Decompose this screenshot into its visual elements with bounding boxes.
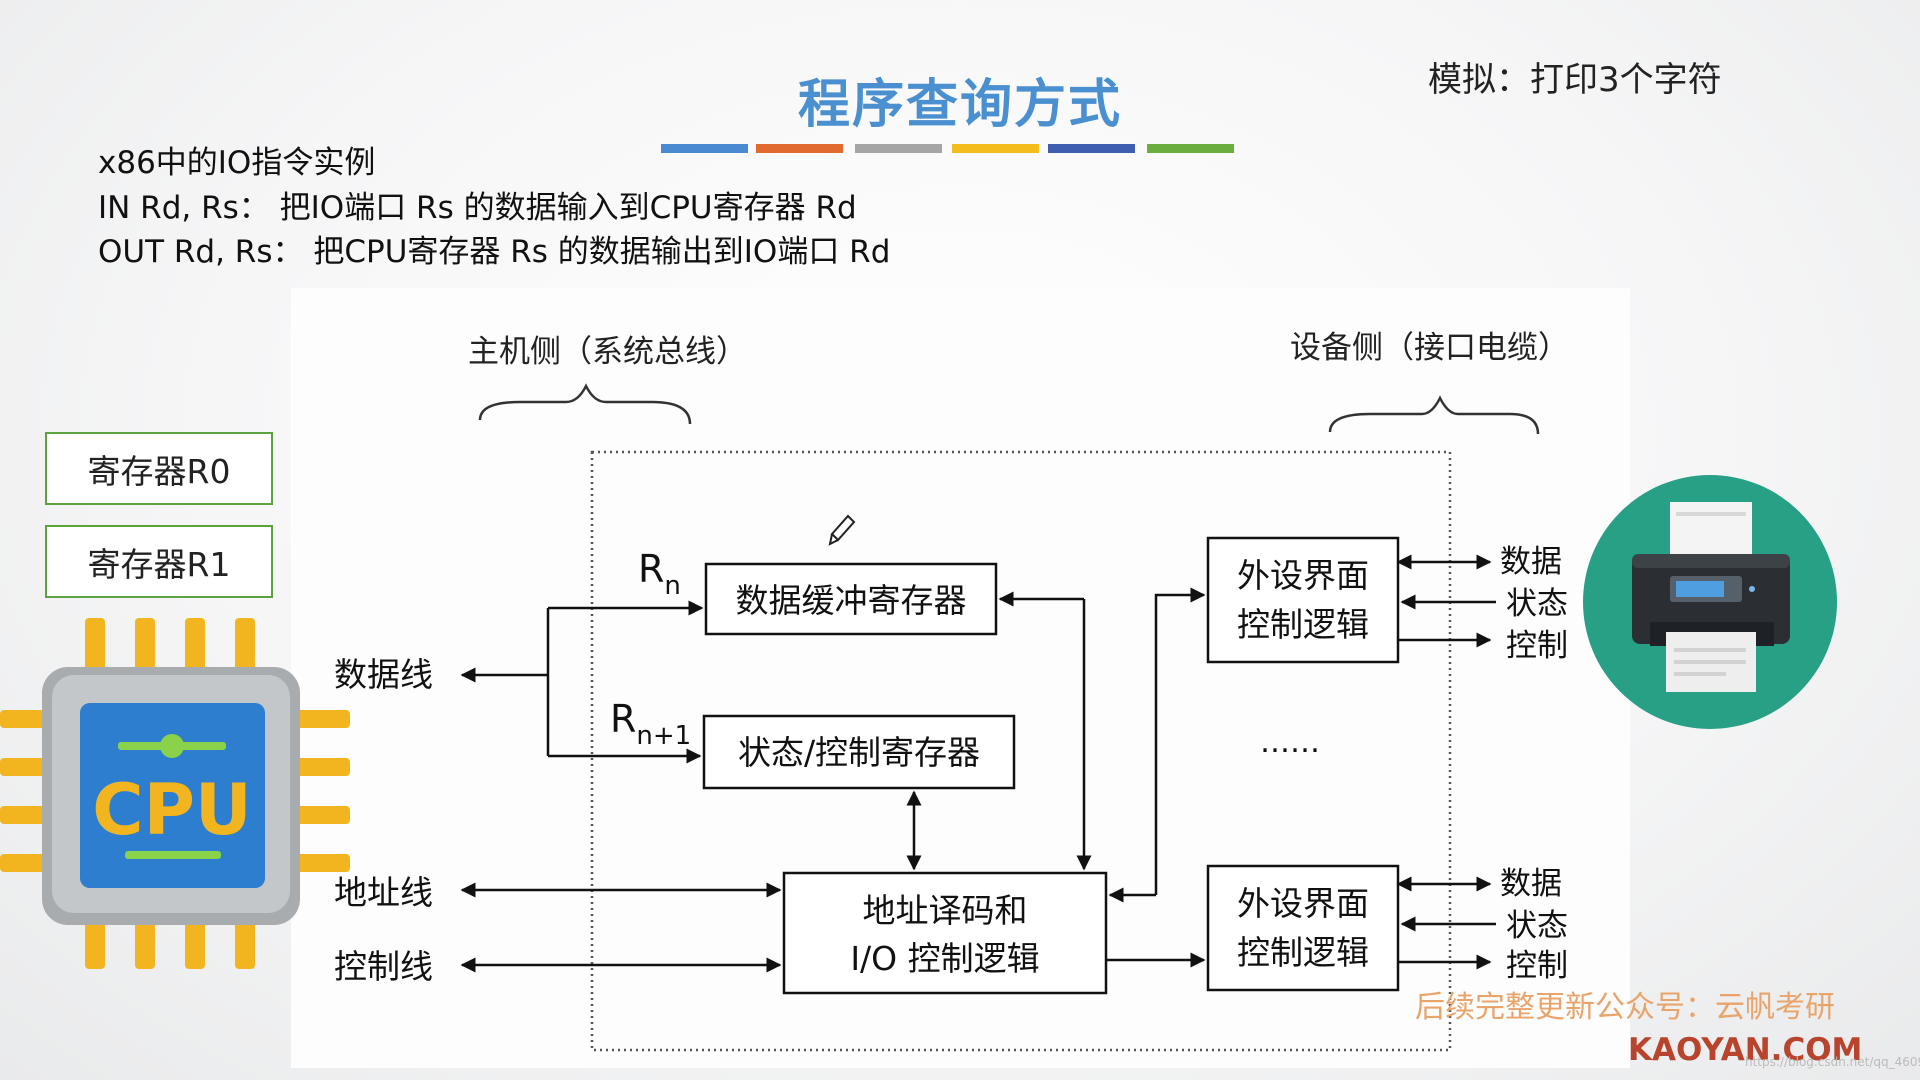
register-r1-box: 寄存器R1 [45, 525, 273, 598]
data-buffer-register-label: 数据缓冲寄存器 [736, 581, 967, 620]
register-r0-box: 寄存器R0 [45, 432, 273, 505]
host-side-brace [478, 383, 692, 425]
cpu-label: CPU [92, 769, 252, 851]
pen-cursor-icon [828, 514, 856, 546]
bottom-signal-status-label: 状态 [1506, 908, 1568, 944]
device-side-brace [1328, 395, 1540, 435]
title-color-bar-orange [756, 144, 843, 153]
device-interface-logic-box-top [1206, 536, 1400, 664]
title-color-bar-green [1147, 144, 1234, 153]
device-ellipsis: …… [1260, 725, 1320, 760]
data-buffer-register-box [704, 562, 998, 636]
title-color-bar-yellow [952, 144, 1039, 153]
control-line-label: 控制线 [334, 947, 433, 986]
address-line-label: 地址线 [334, 873, 433, 912]
status-control-register-box [702, 714, 1016, 790]
bottom-signal-control-label: 控制 [1506, 948, 1568, 984]
slide-title: 程序查询方式 [797, 75, 1122, 135]
host-side-label: 主机侧（系统总线） [468, 334, 747, 370]
device-logic-top-label-line1: 外设界面 [1237, 556, 1369, 595]
top-signal-data-label: 数据 [1500, 544, 1562, 580]
slide-subtitle: 模拟：打印3个字符 [1428, 60, 1722, 100]
io-interface-boundary [590, 450, 1452, 1052]
printer-icon [1583, 475, 1837, 729]
device-interface-logic-box-bottom [1206, 864, 1400, 992]
device-side-label: 设备侧（接口电缆） [1290, 330, 1569, 366]
text-line-out-instruction: OUT Rd, Rs： 把CPU寄存器 Rs 的数据输出到IO端口 Rd [98, 234, 891, 270]
data-line-label: 数据线 [334, 655, 433, 694]
rn1-label: Rn+1 [610, 697, 691, 751]
device-logic-bottom-label-line1: 外设界面 [1237, 884, 1369, 923]
watermark-kaoyan: KAOYAN.COM [1628, 1032, 1863, 1068]
address-decoder-io-control-box [782, 871, 1108, 995]
text-line-in-instruction: IN Rd, Rs： 把IO端口 Rs 的数据输入到CPU寄存器 Rd [98, 190, 857, 226]
address-decoder-label-line2: I/O 控制逻辑 [850, 939, 1039, 978]
watermark-url: https://blog.csdn.net/qq_46092061 [1745, 1055, 1920, 1069]
device-logic-bottom-label-line2: 控制逻辑 [1237, 933, 1369, 972]
address-decoder-label-line1: 地址译码和 [863, 891, 1028, 930]
status-control-register-label: 状态/控制寄存器 [738, 733, 980, 772]
top-signal-status-label: 状态 [1506, 586, 1568, 622]
top-signal-control-label: 控制 [1506, 628, 1568, 664]
title-color-bar-navy [1048, 144, 1135, 153]
text-line-heading: x86中的IO指令实例 [98, 145, 376, 181]
device-logic-top-label-line2: 控制逻辑 [1237, 605, 1369, 644]
watermark-wechat: 后续完整更新公众号：云帆考研 [1415, 990, 1835, 1025]
cpu-chip-icon: CPU [0, 618, 350, 969]
rn-label: Rn [638, 547, 681, 601]
title-color-bar-gray [855, 144, 942, 153]
title-color-bar-blue [661, 144, 748, 153]
bottom-signal-data-label: 数据 [1500, 866, 1562, 902]
